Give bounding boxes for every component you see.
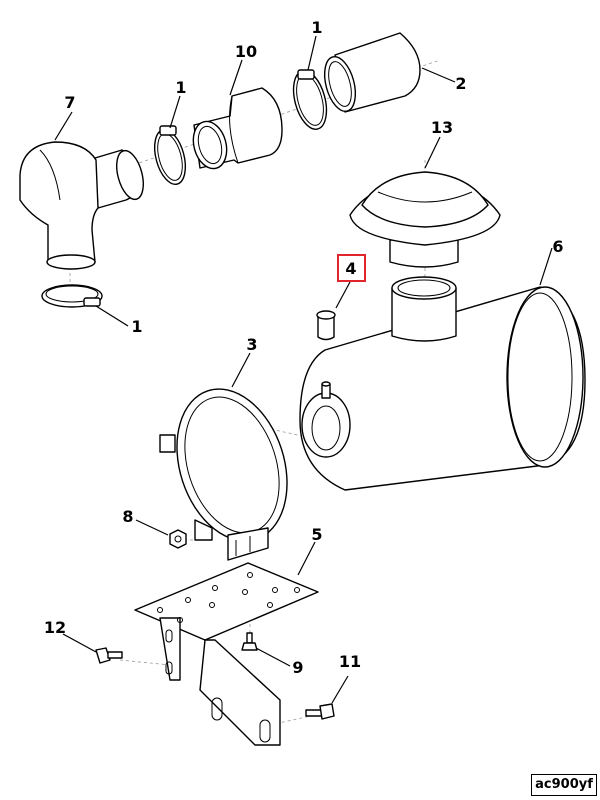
hose-clamp-middle bbox=[153, 125, 187, 185]
callout-2: 2 bbox=[455, 74, 466, 93]
callout-4-highlight-box bbox=[337, 254, 366, 282]
bolt-right bbox=[305, 703, 335, 720]
bolt-top bbox=[241, 632, 258, 651]
callout-13: 13 bbox=[431, 118, 453, 137]
mounting-bracket bbox=[134, 562, 319, 746]
bracket-holes bbox=[157, 572, 300, 623]
restriction-indicator-fitting bbox=[316, 310, 336, 341]
callout-labels: 7 1 10 1 2 13 6 4 1 3 8 5 9 12 11 bbox=[44, 18, 564, 677]
hose-clamp-left bbox=[41, 284, 103, 308]
callout-1-middle: 1 bbox=[175, 78, 186, 97]
callout-12: 12 bbox=[44, 618, 66, 637]
leader-lines bbox=[54, 35, 553, 704]
mounting-band bbox=[159, 388, 288, 561]
rain-cap bbox=[349, 171, 501, 268]
drawing-code: ac900yf bbox=[531, 774, 597, 796]
flange-nut bbox=[169, 529, 187, 549]
callout-3: 3 bbox=[246, 335, 257, 354]
callout-1-left: 1 bbox=[131, 317, 142, 336]
callout-10: 10 bbox=[235, 42, 257, 61]
callout-1-top: 1 bbox=[311, 18, 322, 37]
callout-9: 9 bbox=[292, 658, 303, 677]
callout-5: 5 bbox=[311, 525, 322, 544]
callout-6: 6 bbox=[552, 237, 563, 256]
callout-7: 7 bbox=[64, 93, 75, 112]
hose-clamp-right bbox=[292, 69, 328, 130]
callout-11: 11 bbox=[339, 652, 361, 671]
callout-8: 8 bbox=[122, 507, 133, 526]
inlet-tube bbox=[323, 32, 421, 113]
elbow-pipe bbox=[19, 141, 144, 270]
bolt-left bbox=[95, 647, 123, 664]
reducer-hose bbox=[192, 87, 283, 170]
air-cleaner-housing bbox=[299, 276, 586, 491]
callout-4: 4 bbox=[345, 259, 356, 278]
